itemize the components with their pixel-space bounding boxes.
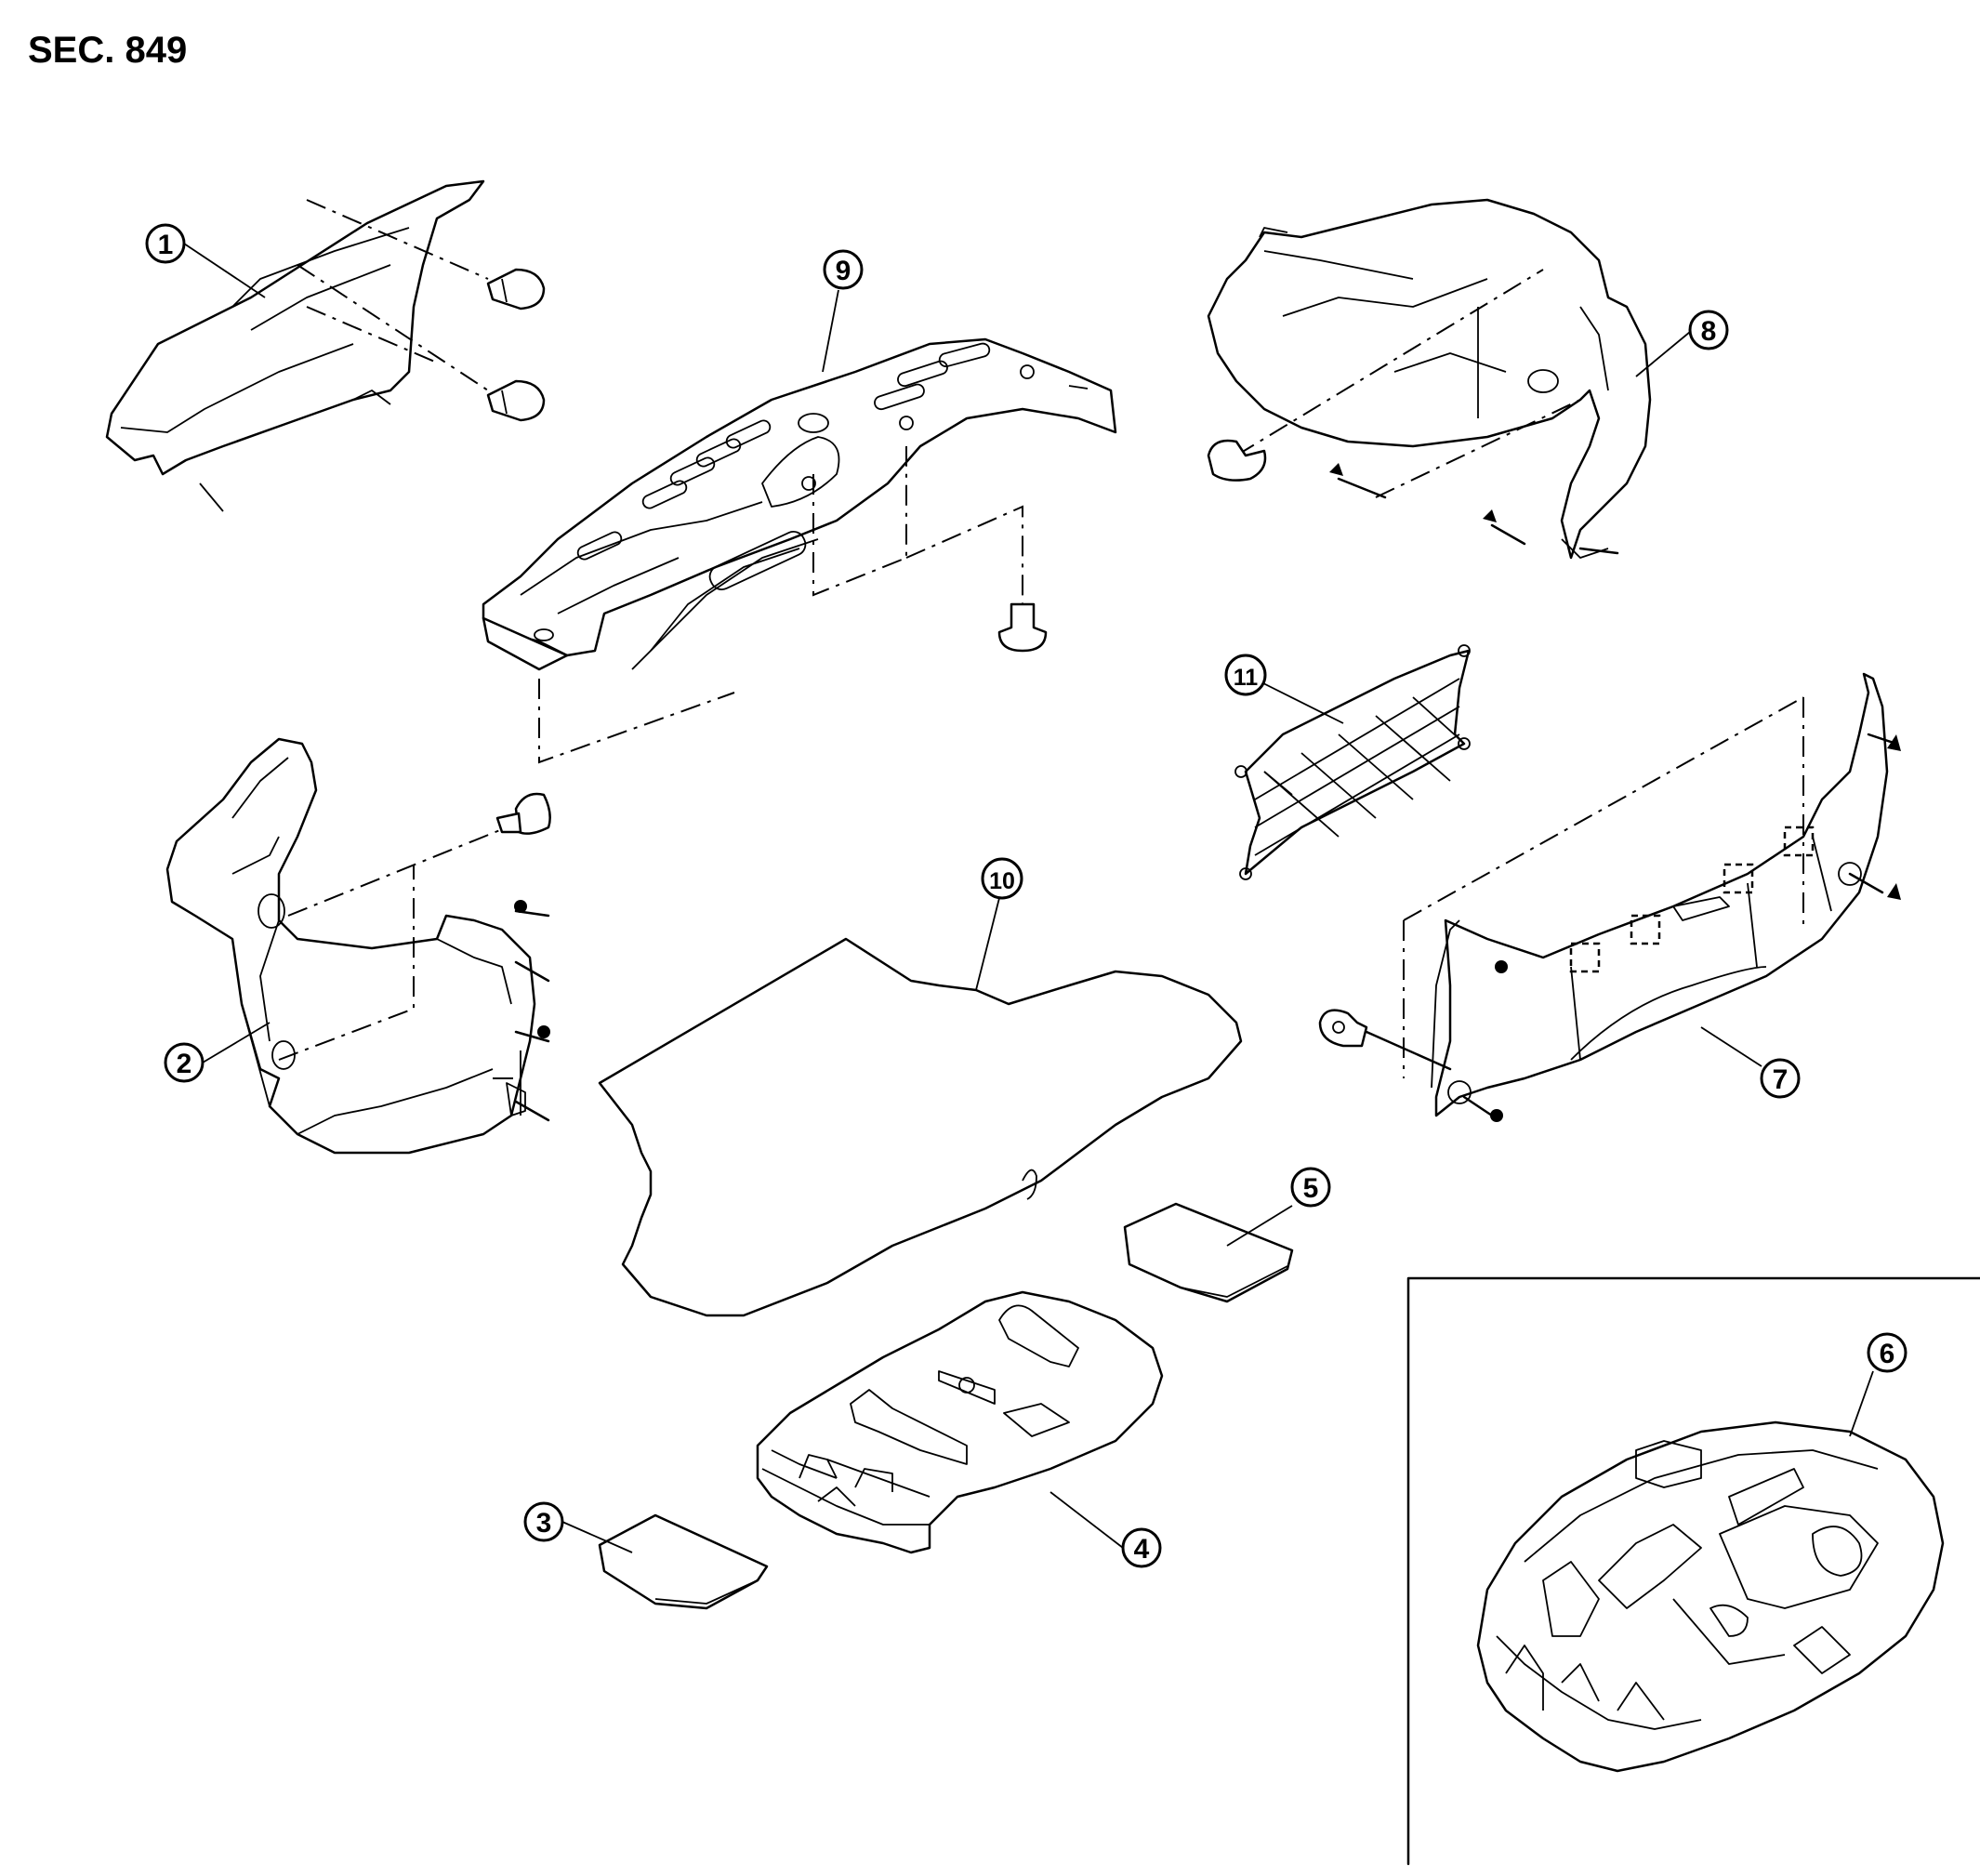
callout-2: 2 xyxy=(164,1042,205,1083)
callout-9: 9 xyxy=(823,249,864,290)
clip-icon xyxy=(486,268,546,310)
part-11-luggage-net[interactable] xyxy=(1234,644,1471,880)
part-9-clip-and-guides xyxy=(538,446,1048,764)
dot-marker-icon xyxy=(514,900,527,913)
callout-11: 11 xyxy=(1224,654,1267,696)
part-2-trunk-side-finisher-left[interactable] xyxy=(165,737,536,1155)
callout-1: 1 xyxy=(145,223,186,264)
svg-text:8: 8 xyxy=(1701,316,1717,347)
triangle-marker-icon xyxy=(1887,734,1901,751)
triangle-marker-icon xyxy=(1329,463,1343,476)
svg-text:10: 10 xyxy=(989,868,1015,894)
part-6-spare-tire-tray[interactable] xyxy=(1476,1420,1945,1773)
callout-3: 3 xyxy=(523,1501,564,1542)
clip-icon xyxy=(486,379,546,422)
part-8-trunk-side-finisher-upper[interactable] xyxy=(1207,198,1652,560)
clip-icon xyxy=(495,792,551,835)
part-4-tool-tray[interactable] xyxy=(756,1290,1164,1554)
callout-8: 8 xyxy=(1688,310,1729,350)
svg-text:5: 5 xyxy=(1303,1173,1319,1204)
part-1-clips xyxy=(297,199,546,422)
svg-text:2: 2 xyxy=(177,1049,192,1079)
clip-icon xyxy=(997,602,1048,653)
part-8-clip-and-guides xyxy=(1207,269,1619,555)
triangle-marker-icon xyxy=(1483,509,1497,522)
clip-icon xyxy=(1207,439,1267,482)
part-5-label[interactable] xyxy=(1123,1202,1294,1303)
callout-7: 7 xyxy=(1760,1058,1801,1099)
part-9-rear-plate-trim[interactable] xyxy=(482,337,1117,671)
part-3-label[interactable] xyxy=(598,1513,769,1610)
svg-text:3: 3 xyxy=(536,1508,552,1539)
svg-text:6: 6 xyxy=(1880,1339,1895,1369)
svg-text:11: 11 xyxy=(1234,665,1259,691)
callout-4: 4 xyxy=(1121,1527,1162,1568)
callout-6: 6 xyxy=(1867,1332,1907,1373)
triangle-marker-icon xyxy=(1887,883,1901,900)
part-10-trunk-floor-carpet[interactable] xyxy=(598,937,1243,1317)
svg-text:4: 4 xyxy=(1134,1534,1150,1565)
part-7-clips-and-guides xyxy=(1318,696,1901,1122)
inset-frame xyxy=(1406,1276,1980,1866)
svg-text:7: 7 xyxy=(1773,1064,1789,1095)
part-7-trunk-side-finisher-lower[interactable] xyxy=(1431,672,1889,1117)
dot-marker-icon xyxy=(1495,960,1508,973)
callout-5: 5 xyxy=(1290,1167,1331,1208)
leader-lines xyxy=(183,243,1874,1553)
part-2-clips-and-guides xyxy=(278,792,551,1122)
svg-text:1: 1 xyxy=(158,230,174,260)
section-label: SEC. 849 xyxy=(28,30,188,71)
dot-marker-icon xyxy=(1490,1109,1503,1122)
dot-marker-icon xyxy=(537,1025,550,1038)
clip-icon xyxy=(1318,1009,1368,1048)
svg-text:9: 9 xyxy=(836,256,851,286)
callout-10: 10 xyxy=(981,857,1023,900)
